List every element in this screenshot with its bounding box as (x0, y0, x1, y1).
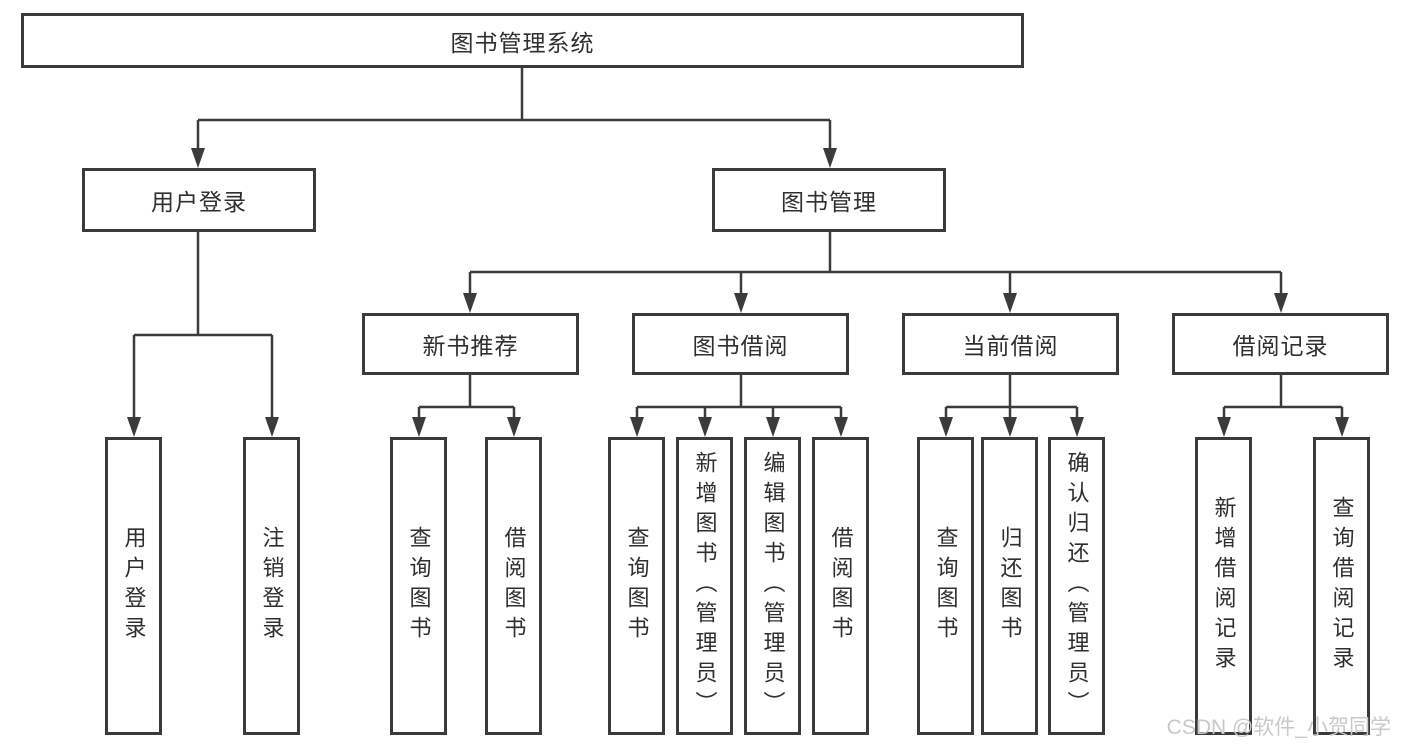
arrowhead (1335, 417, 1349, 437)
arrowhead (265, 417, 279, 437)
node-new-book-recommend: 新书推荐 (362, 313, 579, 375)
connector-new-book-recommend-to-leaves (412, 375, 521, 437)
node-label: 新书推荐 (422, 333, 519, 359)
node-label: 图书借阅 (692, 333, 789, 359)
leaf-user-login: 用户登录 (105, 437, 162, 735)
arrowhead (1003, 417, 1017, 437)
connector-user-login-to-leaves (127, 232, 279, 437)
leaf-logout: 注销登录 (243, 437, 300, 735)
leaf-confirm-return-admin: 确认归还（管理员） (1048, 437, 1105, 735)
node-label: 新增图书（管理员） (692, 451, 718, 721)
leaf-edit-books-admin: 编辑图书（管理员） (744, 437, 801, 735)
leaf-query-borrow-record: 查询借阅记录 (1313, 437, 1370, 735)
arrowhead (507, 417, 521, 437)
arrowhead (1070, 417, 1084, 437)
connector-borrow-records-to-leaves (1217, 375, 1349, 437)
leaf-add-books-admin: 新增图书（管理员） (676, 437, 733, 735)
node-user-login: 用户登录 (82, 168, 316, 232)
arrowhead (1274, 293, 1288, 313)
leaf-query-books-borrow: 查询图书 (608, 437, 665, 735)
arrowhead (1003, 293, 1017, 313)
arrowhead (127, 417, 141, 437)
node-label: 当前借阅 (962, 333, 1059, 359)
node-label: 用户登录 (151, 189, 247, 215)
node-borrow-records: 借阅记录 (1172, 313, 1389, 375)
arrowhead (463, 293, 477, 313)
node-label: 编辑图书（管理员） (760, 451, 786, 721)
node-label: 借阅图书 (828, 526, 854, 646)
connector-root-to-level2 (191, 68, 837, 168)
node-label: 借阅图书 (501, 526, 527, 646)
node-label: 查询图书 (933, 526, 959, 646)
node-book-borrow: 图书借阅 (632, 313, 849, 375)
node-label: 查询图书 (406, 526, 432, 646)
leaf-add-borrow-record: 新增借阅记录 (1195, 437, 1252, 735)
connector-book-management-to-level3 (463, 232, 1288, 313)
leaf-borrow-books: 借阅图书 (812, 437, 869, 735)
node-label: 新增借阅记录 (1211, 496, 1237, 676)
node-label: 注销登录 (259, 526, 285, 646)
node-label: 借阅记录 (1232, 333, 1329, 359)
node-label: 用户登录 (121, 526, 147, 646)
watermark: CSDN @软件_小贺同学 (1166, 716, 1391, 739)
arrowhead (766, 417, 780, 437)
connector-book-borrow-to-leaves (630, 375, 848, 437)
node-label: 归还图书 (997, 526, 1023, 646)
arrowhead (734, 293, 748, 313)
arrowhead (412, 417, 426, 437)
node-label: 图书管理 (781, 189, 877, 215)
connector-current-borrow-to-leaves (939, 375, 1084, 437)
node-current-borrow: 当前借阅 (902, 313, 1119, 375)
node-book-management: 图书管理 (712, 168, 946, 232)
arrowhead (939, 417, 953, 437)
arrowhead (823, 148, 837, 168)
leaf-query-books-recommend: 查询图书 (390, 437, 447, 735)
arrowhead (698, 417, 712, 437)
node-root: 图书管理系统 (21, 13, 1024, 68)
leaf-borrow-books-recommend: 借阅图书 (485, 437, 542, 735)
leaf-query-books-current: 查询图书 (917, 437, 974, 735)
node-label: 图书管理系统 (450, 29, 595, 56)
arrowhead (1217, 417, 1231, 437)
arrowhead (834, 417, 848, 437)
arrowhead (191, 148, 205, 168)
arrowhead (630, 417, 644, 437)
node-label: 查询图书 (624, 526, 650, 646)
node-label: 查询借阅记录 (1329, 496, 1355, 676)
leaf-return-books: 归还图书 (981, 437, 1038, 735)
node-label: 确认归还（管理员） (1064, 451, 1090, 721)
